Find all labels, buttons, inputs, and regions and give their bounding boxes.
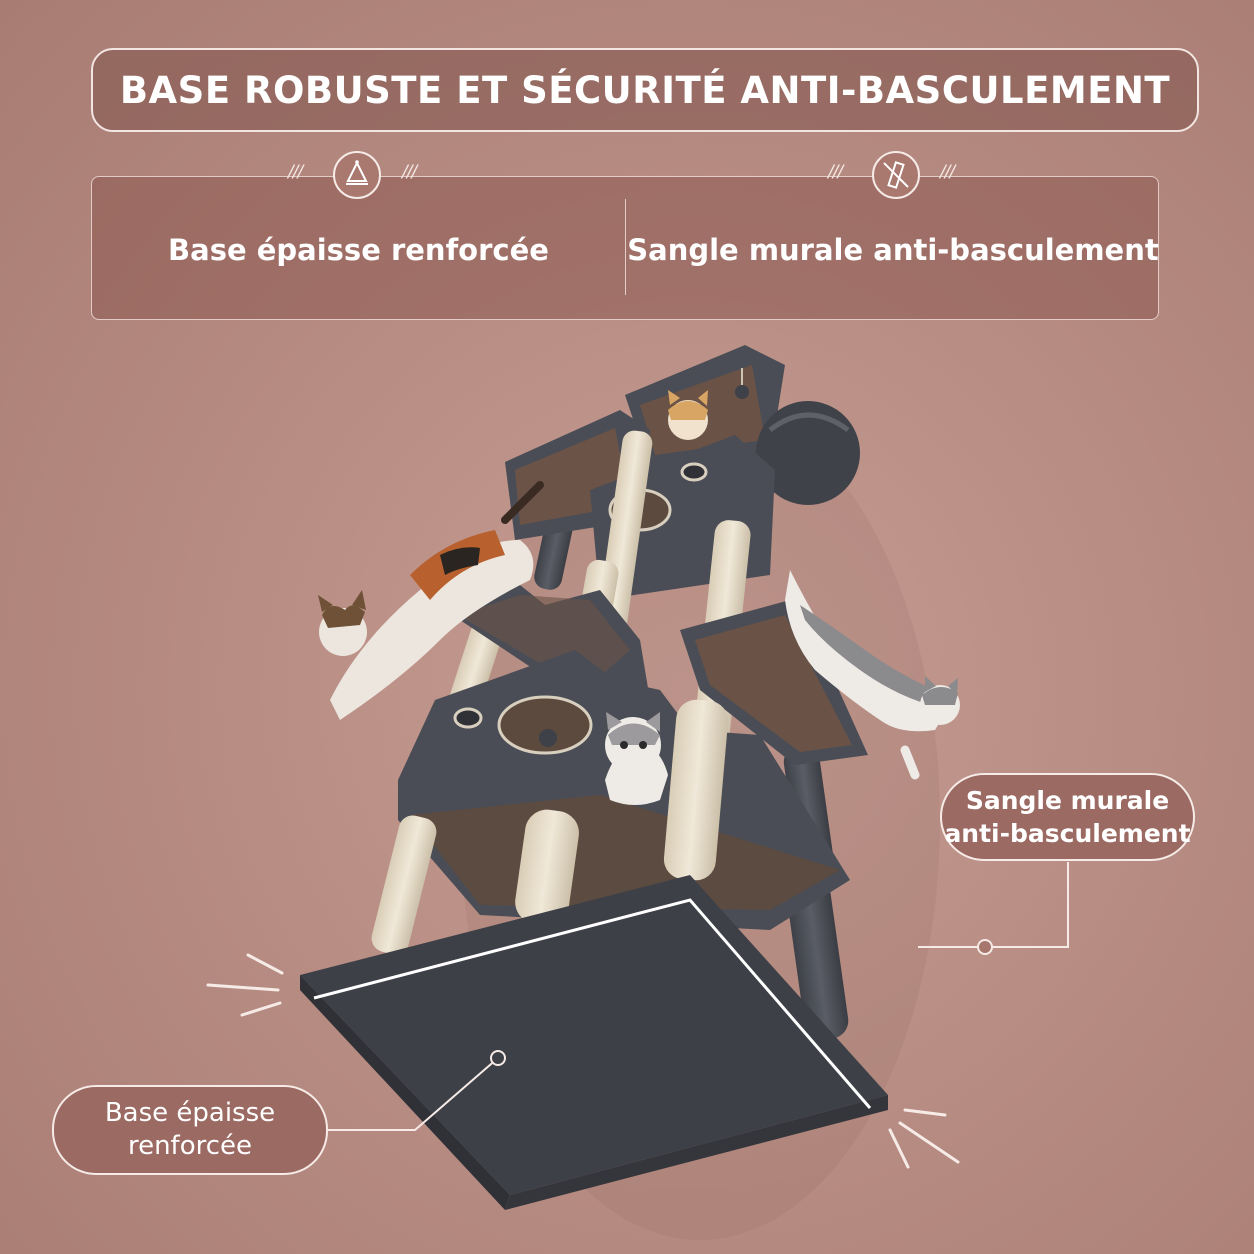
callout-line-wall-strap <box>918 862 1069 948</box>
slash-ornament: /// <box>402 162 417 182</box>
grey-post <box>785 870 849 1040</box>
round-ball-bed <box>756 401 860 505</box>
base-highlight-line <box>313 898 872 1109</box>
slash-ornament: /// <box>940 162 955 182</box>
right-tray-interior <box>695 615 852 752</box>
lower-box-interior <box>410 795 840 910</box>
feature-panel: Base épaisse renforcée Sangle murale ant… <box>91 176 1159 320</box>
base-plate-edge <box>300 975 510 1210</box>
burst-marks-left <box>206 953 284 1017</box>
callout-line-base <box>328 1057 499 1131</box>
callout-dot <box>977 939 993 955</box>
slash-ornament: /// <box>288 162 303 182</box>
base-plate-edge <box>505 1095 888 1210</box>
callout-dot <box>490 1050 506 1066</box>
cat-grey-white-leaping <box>785 570 960 780</box>
feature-label-wall-strap: Sangle murale anti-basculement <box>627 233 1159 267</box>
burst-marks-right <box>888 1108 960 1169</box>
callout-wall-strap: Sangle murale anti-basculement <box>940 773 1195 861</box>
cat-orange-peeking <box>668 390 708 440</box>
box-hole <box>453 707 483 729</box>
sisal-post <box>515 809 579 926</box>
callout-wall-strap-line2: anti-basculement <box>944 819 1191 848</box>
sisal-post <box>663 699 729 881</box>
cat-grey-sitting <box>605 712 668 805</box>
toy-ball <box>539 729 557 747</box>
slash-ornament: /// <box>828 162 843 182</box>
ball-bed-seam <box>768 412 850 433</box>
sisal-post <box>371 815 437 955</box>
callout-base: Base épaisse renforcée <box>52 1085 328 1175</box>
panel-divider <box>625 199 626 295</box>
toy-ball <box>735 385 749 399</box>
box-hole <box>680 462 708 482</box>
base-plate <box>300 875 888 1195</box>
no-tip-over-icon <box>872 151 920 199</box>
cat-calico-jumping <box>318 481 544 720</box>
feature-label-base: Base épaisse renforcée <box>168 233 549 267</box>
callout-wall-strap-line1: Sangle murale <box>965 786 1170 815</box>
callout-base-line2: renforcée <box>127 1131 253 1161</box>
callout-base-line1: Base épaisse <box>104 1098 276 1128</box>
cat-bed-base-icon <box>333 151 381 199</box>
page-title: BASE ROBUSTE ET SÉCURITÉ ANTI-BASCULEMEN… <box>119 68 1171 112</box>
box-hole <box>497 695 593 755</box>
title-banner: BASE ROBUSTE ET SÉCURITÉ ANTI-BASCULEMEN… <box>91 48 1199 132</box>
